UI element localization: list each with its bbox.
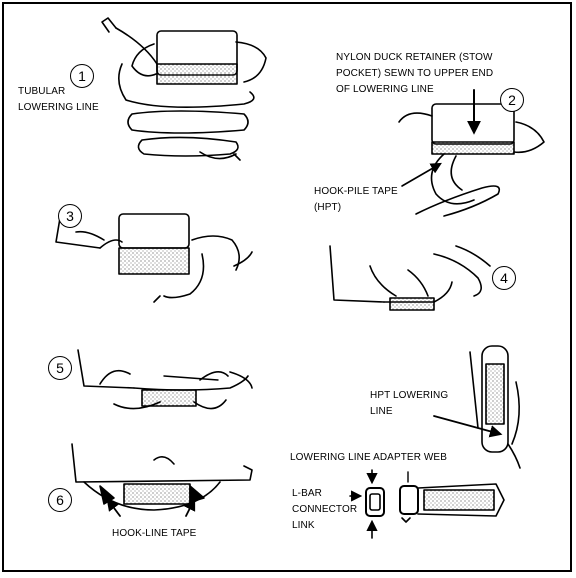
label-hpt-lowering-line: HPT LOWERING LINE — [370, 390, 449, 417]
label-l-bar-connector-link: L-BAR CONNECTOR LINK — [292, 488, 358, 531]
panel-3-illustration — [55, 213, 253, 303]
label-nylon-duck-retainer: NYLON DUCK RETAINER (STOW POCKET) SEWN T… — [336, 52, 494, 95]
label-tubular-lowering-line: TUBULAR LOWERING LINE — [18, 86, 99, 113]
step-4-badge: 4 — [492, 266, 516, 290]
label-hook-pile-tape: HOOK-PILE TAPE (HPT) — [314, 186, 398, 213]
panel-4-illustration — [329, 245, 491, 311]
adapter-web-illustration — [399, 471, 505, 523]
step-2-badge: 2 — [500, 88, 524, 112]
hpt-lowering-line-illustration — [433, 345, 521, 469]
step-3-badge: 3 — [58, 204, 82, 228]
label-hook-line-tape: HOOK-LINE TAPE — [112, 528, 197, 539]
label-lowering-line-adapter-web: LOWERING LINE ADAPTER WEB — [290, 452, 447, 463]
l-bar-connector-illustration — [349, 469, 385, 539]
instruction-figure: 1 2 3 4 5 6 TUBULAR LOWERING LINE NYLON … — [2, 2, 572, 572]
panel-6-illustration — [71, 443, 253, 517]
panel-5-illustration — [77, 349, 253, 410]
step-5-badge: 5 — [48, 356, 72, 380]
panel-1-illustration — [101, 17, 267, 161]
line-art — [55, 17, 545, 539]
step-6-badge: 6 — [48, 488, 72, 512]
step-1-badge: 1 — [70, 64, 94, 88]
panel-2-illustration — [398, 89, 545, 217]
